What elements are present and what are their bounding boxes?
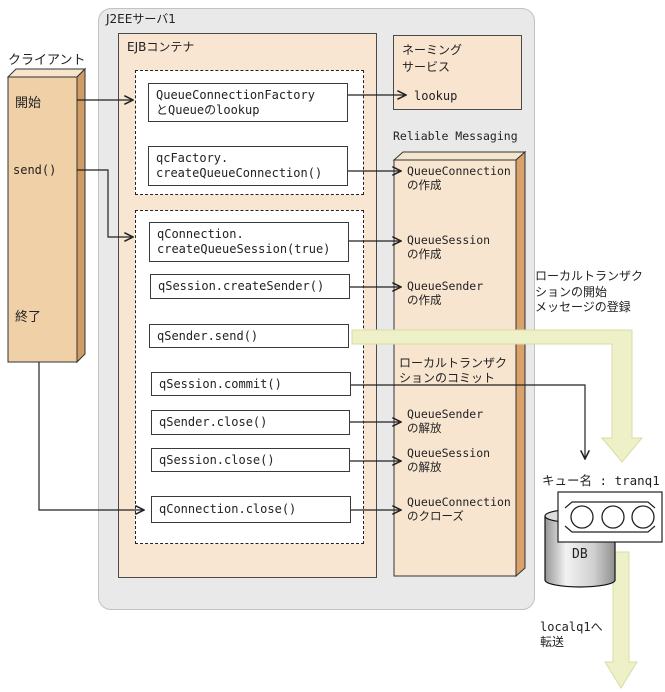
annotation-transfer-localq: localq1へ 転送 (540, 620, 603, 649)
box-create-queue-connection: qcFactory. createQueueConnection() (148, 146, 348, 186)
naming-service-box (393, 35, 522, 110)
client-step-send: send() (13, 163, 57, 177)
rm-item-session-release: QueueSession の解放 (407, 446, 491, 474)
naming-service-title: ネーミング サービス (402, 43, 463, 74)
rm-item-connection-create: QueueConnection の作成 (407, 164, 511, 192)
flow-arrow-send-to-queue (351, 329, 644, 463)
reliable-messaging-box (392, 150, 527, 578)
j2ee-server-title: J2EEサーバ1 (106, 12, 176, 26)
rm-item-sender-release: QueueSender の解放 (407, 407, 484, 435)
db-label: DB (572, 547, 588, 562)
reliable-messaging-title: Reliable Messaging (393, 129, 518, 143)
box-commit: qSession.commit() (151, 372, 351, 396)
box-sender-close: qSender.close() (151, 410, 350, 435)
box-queue-lookup: QueueConnectionFactory とQueueのlookup (148, 83, 348, 122)
arrow-end (38, 362, 144, 510)
client-title: クライアント (8, 53, 86, 68)
box-create-sender: qSession.createSender() (150, 274, 350, 299)
rm-item-connection-close: QueueConnection のクローズ (407, 495, 511, 523)
box-create-queue-session: qConnection. createQueueSession(true) (149, 222, 349, 262)
arrow-commit (351, 384, 585, 459)
lookup-label: lookup (414, 89, 458, 103)
client-step-end: 終了 (15, 310, 42, 325)
queue-icon (557, 491, 663, 543)
rm-item-sender-create: QueueSender の作成 (407, 279, 484, 307)
box-session-close: qSession.close() (151, 448, 350, 472)
client-box (6, 67, 87, 364)
rm-item-transaction-commit: ローカルトランザク ションのコミット (399, 356, 508, 385)
box-connection-close: qConnection.close() (151, 496, 351, 523)
box-send: qSender.send() (149, 324, 349, 348)
annotation-transaction-start: ローカルトランザク ションの開始 メッセージの登録 (535, 269, 644, 314)
flow-arrow-transfer (604, 551, 638, 689)
arrow-send (77, 169, 133, 237)
queue-name-label: キュー名 : tranq1 (542, 473, 660, 488)
client-step-start: 開始 (15, 96, 42, 111)
rm-item-session-create: QueueSession の作成 (407, 233, 491, 261)
ejb-title: EJBコンテナ (127, 40, 195, 54)
